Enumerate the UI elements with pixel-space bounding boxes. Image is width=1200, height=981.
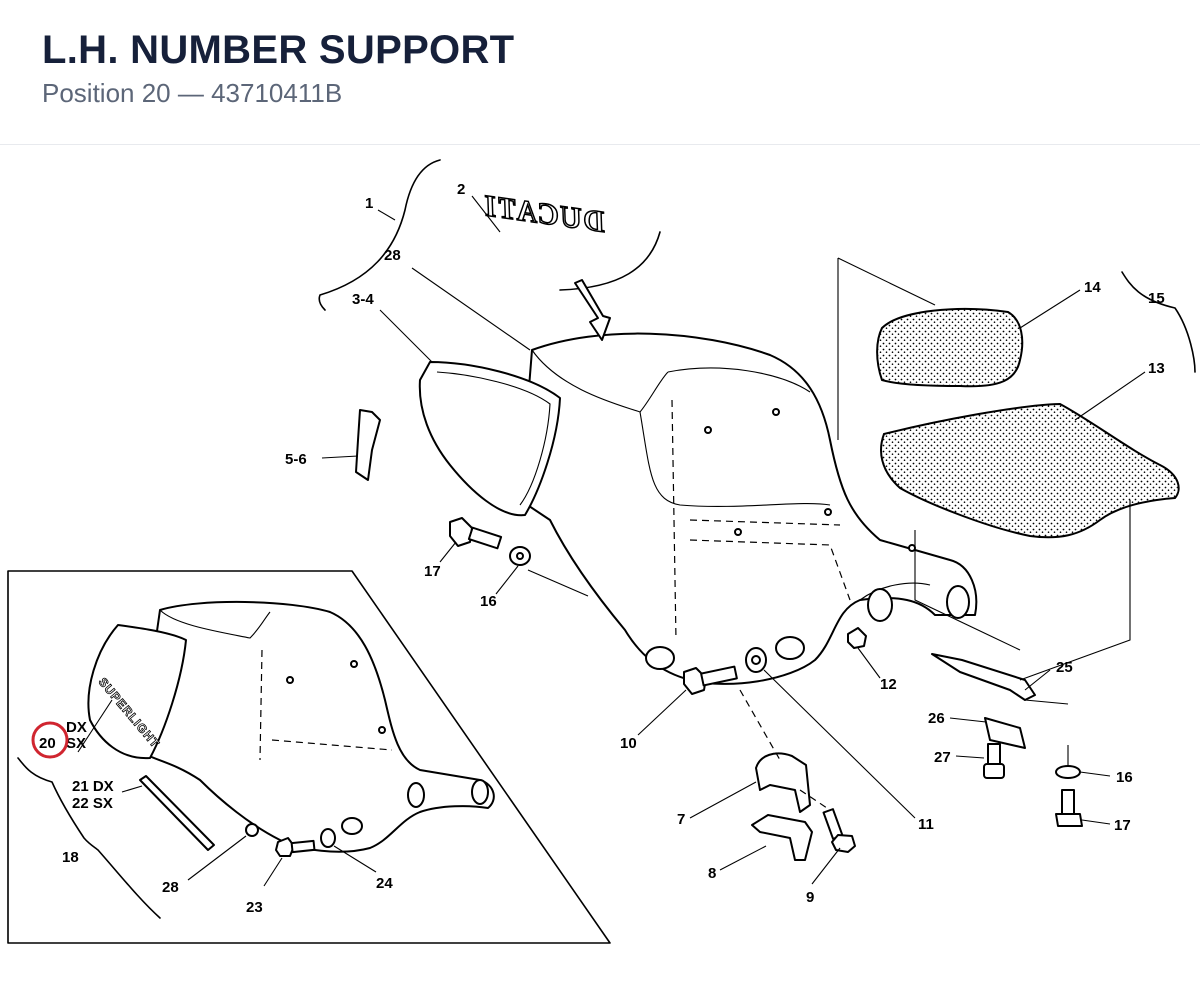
callout-13: 13 [1148,360,1165,377]
page-title: L.H. NUMBER SUPPORT [42,28,515,72]
callout-20: 20 [39,735,56,752]
callout-18: 18 [62,849,79,866]
rider-seat [880,402,1180,539]
callout-20-sx: SX [66,735,86,752]
callout-11: 11 [918,816,934,833]
callout-28b: 28 [162,879,179,896]
callout-22-sx: 22 SX [72,795,113,812]
side-bracket [355,409,381,481]
tail-section [519,332,978,685]
mounting-bracket [931,653,1036,701]
callout-3-4: 3-4 [352,291,374,308]
callout-21-dx: 21 DX [72,778,114,795]
screw-17b [1055,789,1083,827]
callout-17b: 17 [1114,817,1131,834]
ducati-decal: DUCATI [480,188,661,341]
callout-labels: 1 2 28 3-4 5-6 17 16 14 15 13 12 10 11 2… [31,181,1165,916]
callout-26: 26 [928,710,945,727]
header: L.H. NUMBER SUPPORT Position 20 — 437104… [0,0,1200,145]
nut-12 [847,627,867,649]
washer-16a [509,546,531,566]
clip-part [984,717,1026,749]
callout-16b: 16 [1116,769,1133,786]
latch-bracket [755,752,811,813]
latch-plate [751,814,813,861]
callout-12: 12 [880,676,897,693]
screw-9 [822,808,856,853]
callout-25: 25 [1056,659,1073,676]
screw-17a [449,517,503,550]
callout-24: 24 [376,875,393,892]
callout-10: 10 [620,735,637,752]
side-panel-inner [436,371,551,506]
callout-27: 27 [934,749,951,766]
inset-detail: SUPERLIGHT [7,570,611,944]
callout-15: 15 [1148,290,1165,307]
callout-5-6: 5-6 [285,451,307,468]
screw-10 [683,665,738,695]
callout-7: 7 [677,811,685,828]
side-panel [418,361,561,517]
washer-11 [745,647,767,673]
callout-8: 8 [708,865,716,882]
position-highlight-ring [31,721,69,759]
callout-28a: 28 [384,247,401,264]
callout-14: 14 [1084,279,1101,296]
callout-1: 1 [365,195,373,212]
callout-16a: 16 [480,593,497,610]
callout-9: 9 [806,889,814,906]
callout-17a: 17 [424,563,441,580]
callout-2: 2 [457,181,465,198]
callout-20-dx: DX [66,719,87,736]
washer-16b [1055,765,1081,779]
screw-27 [983,743,1005,779]
leader-lines [318,159,1196,885]
callout-23: 23 [246,899,263,916]
pillion-cushion [876,308,1024,388]
page-subtitle: Position 20 — 43710411B [42,78,343,108]
